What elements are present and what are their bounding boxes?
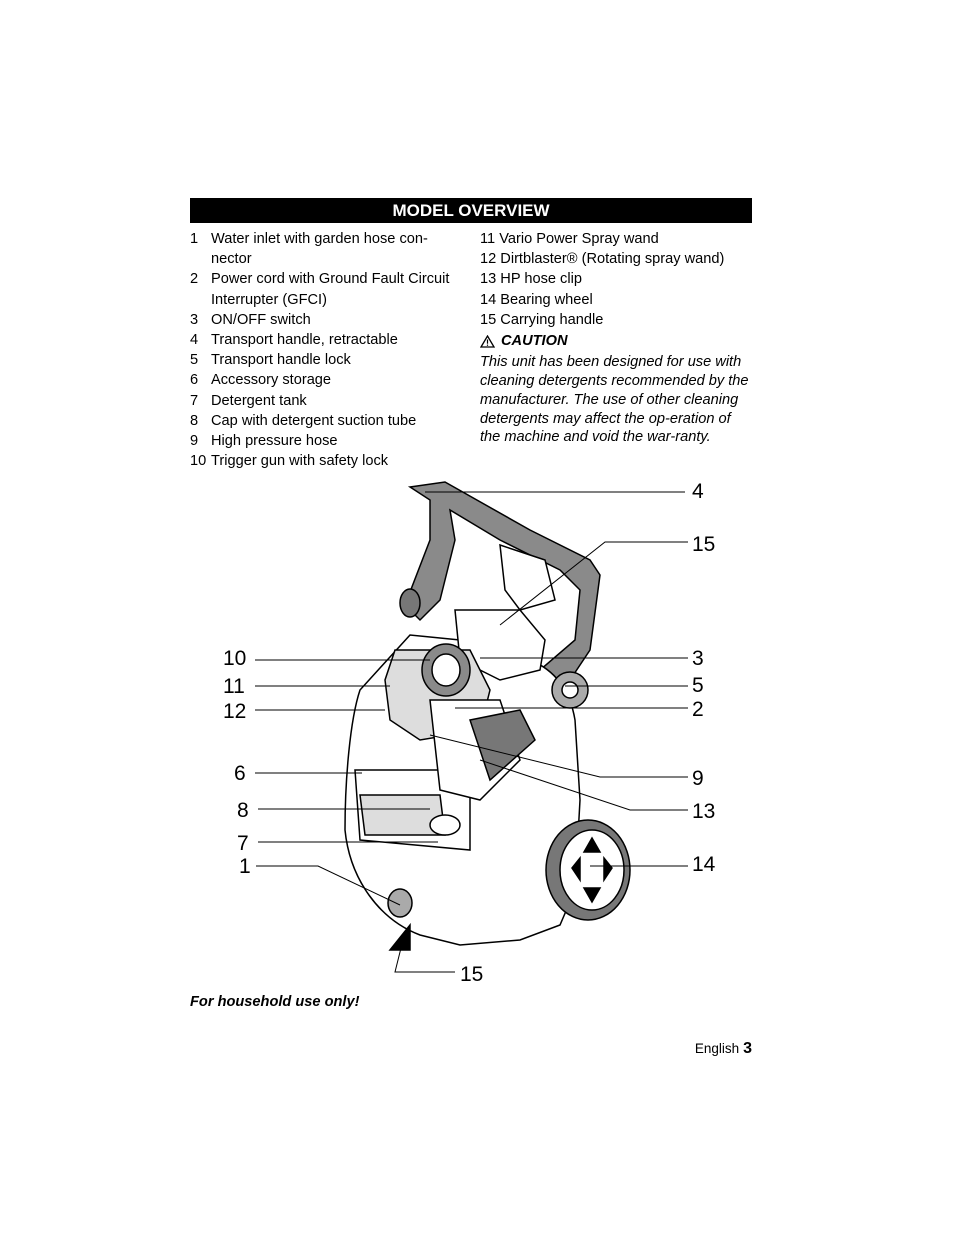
callout-13: 13 [692,800,715,823]
list-item: 4 Transport handle, retractable [190,330,468,350]
item-number: 5 [190,352,199,369]
pressure-washer-illustration: 4 15 10 3 11 5 12 2 6 9 8 13 7 14 1 15 [223,480,716,986]
list-item: 13 HP hose clip [480,271,582,288]
callout-6: 6 [234,762,246,785]
callout-14: 14 [692,853,716,876]
parts-list-left: 1 Water inlet with garden hose con-nector… [190,229,468,471]
item-text: Power cord with Ground Fault Circuit Int… [211,271,450,308]
list-item: 12 Dirtblaster® (Rotating spray wand) [480,251,725,268]
parts-list-right: 11 Vario Power Spray wand 12 Dirtblaster… [480,229,752,447]
caution-label: CAUTION [501,333,568,350]
item-number: 1 [190,231,199,247]
callout-15-bottom: 15 [460,963,483,986]
list-item: 3 ON/OFF switch [190,310,468,330]
caution-heading: CAUTION [480,331,752,351]
callout-12: 12 [223,700,246,723]
callout-15-top: 15 [692,533,715,556]
list-item: 2 Power cord with Ground Fault Circuit In… [190,269,468,309]
bearing-wheel-drawing [387,588,631,951]
list-item: 11 Vario Power Spray wand [480,231,659,247]
callout-7: 7 [237,832,249,855]
callout-9: 9 [692,767,704,790]
list-item: 9 High pressure hose [190,431,468,451]
section-title: MODEL OVERVIEW [190,198,752,223]
item-number: 10 [190,453,207,470]
item-number: 9 [190,433,199,450]
machine-body-drawing [344,609,581,946]
item-text: High pressure hose [211,433,338,450]
item-text: Accessory storage [211,372,332,389]
item-text: Trigger gun with safety lock [211,453,389,470]
item-number: 3 [190,311,199,328]
list-item: 7 Detergent tank [190,391,468,411]
warning-triangle-icon [480,334,495,348]
list-item: 5 Transport handle lock [190,350,468,370]
caution-text: This unit has been designed for use with… [480,354,749,446]
list-item: 6 Accessory storage [190,370,468,390]
list-item: 8 Cap with detergent suction tube [190,411,468,431]
leader-lines [255,491,688,973]
footer-language: English [694,1041,740,1056]
list-item: 15 Carrying handle [480,311,604,328]
callout-10: 10 [223,647,246,670]
item-number: 7 [190,392,199,409]
callout-1: 1 [239,855,251,878]
page-number: 3 [743,1040,752,1057]
item-text: Transport handle, retractable [211,332,398,349]
callout-5: 5 [692,674,704,697]
list-item: 1 Water inlet with garden hose con-nector [190,229,468,269]
item-text: Water inlet with garden hose con-nector [211,231,428,268]
item-number: 4 [190,332,199,349]
callout-4: 4 [692,480,704,503]
item-number: 2 [190,271,199,288]
callout-2: 2 [692,698,704,721]
item-number: 8 [190,412,199,429]
item-text: ON/OFF switch [211,311,311,328]
callout-11: 11 [223,675,245,698]
household-use-note: For household use only! [190,994,360,1010]
item-text: Cap with detergent suction tube [211,412,417,429]
callout-3: 3 [692,647,704,670]
item-text: Transport handle lock [211,352,351,369]
item-text: Detergent tank [211,392,307,409]
callout-8: 8 [237,799,249,822]
list-item: 14 Bearing wheel [480,291,593,308]
item-number: 6 [190,372,199,389]
